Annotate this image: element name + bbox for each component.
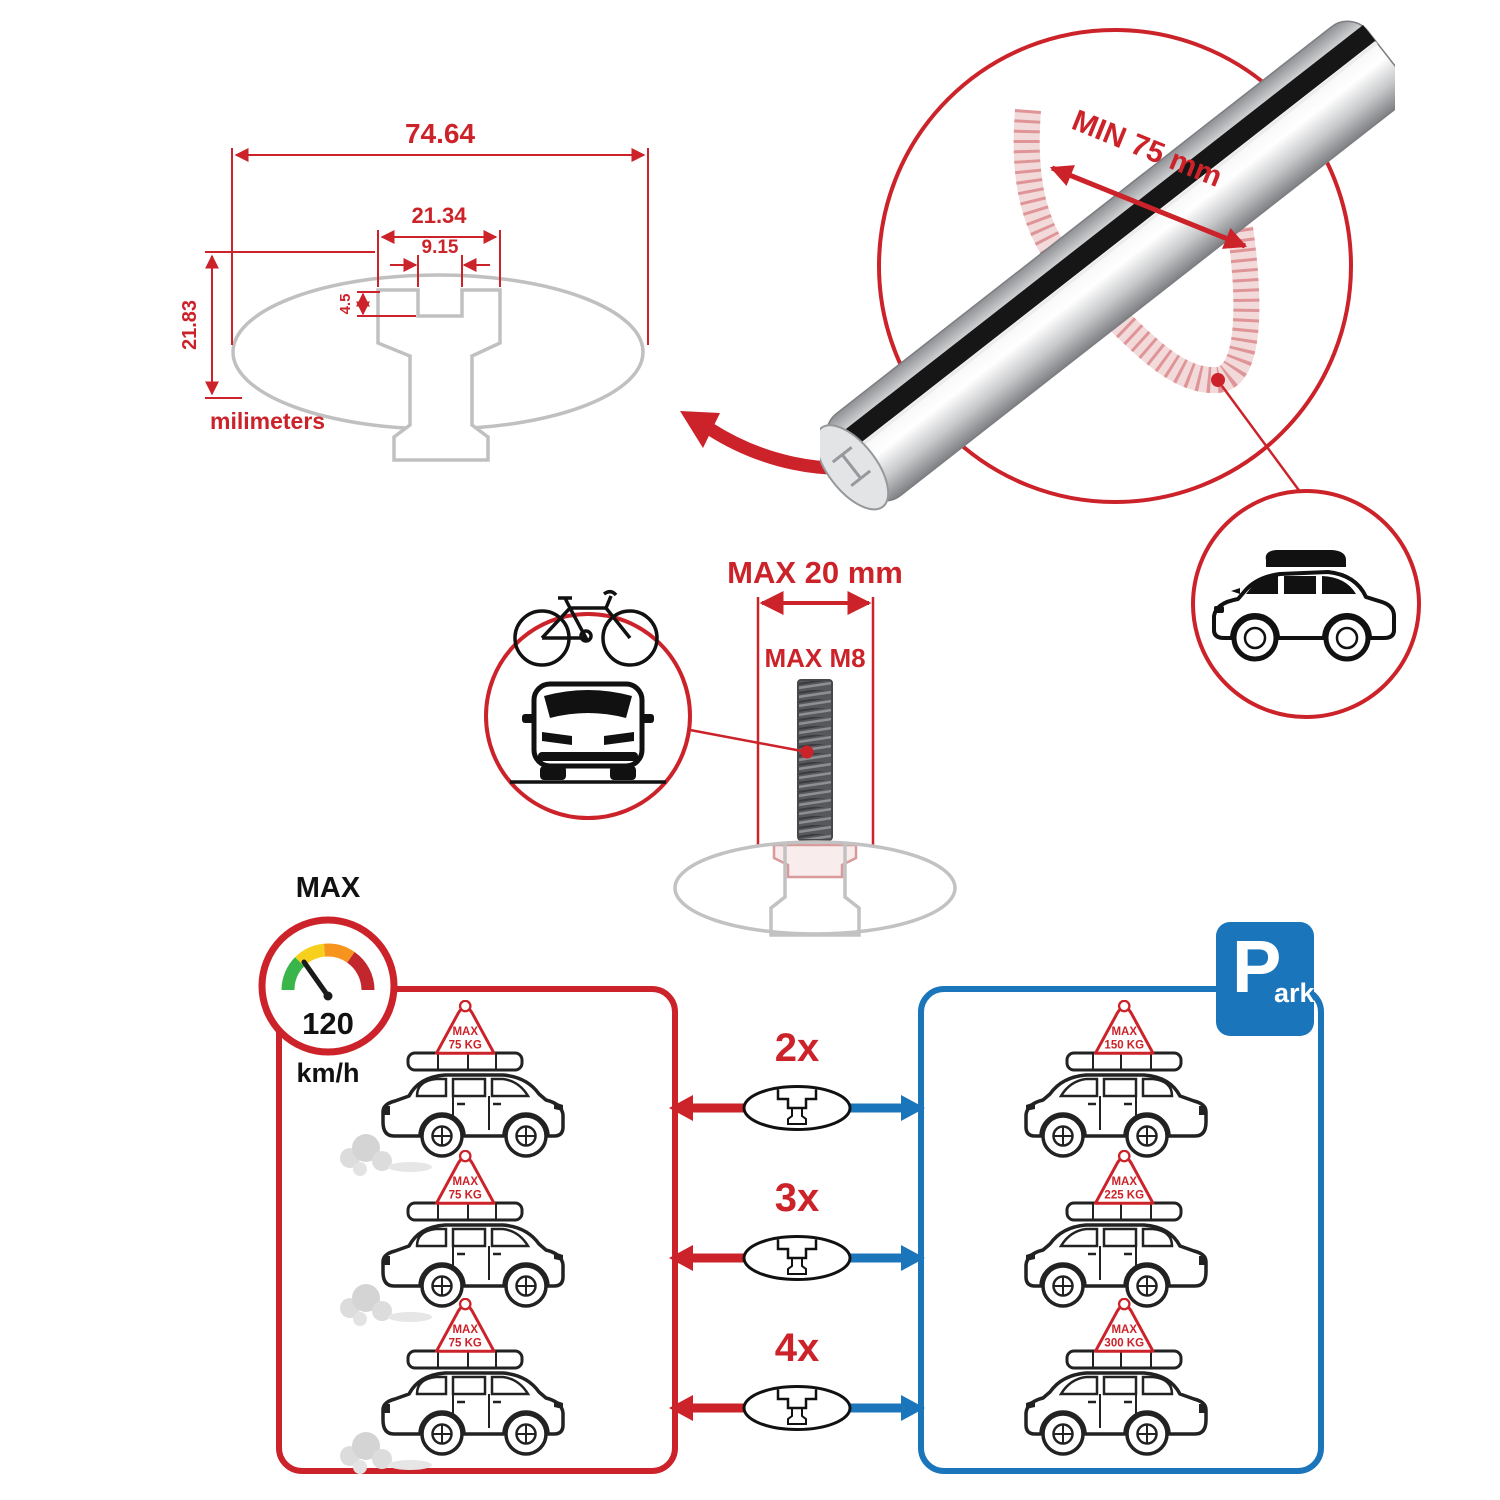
speed-unit: km/h: [296, 1058, 360, 1088]
parked-car-row-1: MAX 150 KG: [1024, 1000, 1208, 1158]
min-span-arrow: [1049, 165, 1248, 249]
max-load-tag: MAX 75 KG: [435, 1298, 496, 1353]
bolt-point-dot: [800, 745, 814, 759]
left-arrow-icon: [669, 1395, 693, 1421]
dim-lip-depth-label: 4.5: [337, 294, 354, 315]
left-arrow-icon: [669, 1095, 693, 1121]
bar-count-row-1: [669, 1085, 925, 1131]
bolt-diagram: MAX 20 mm MAX M8: [673, 555, 957, 937]
dim-slot-width-label: 9.15: [422, 237, 459, 258]
bar-count-row-2: [669, 1235, 925, 1281]
speed-max-heading: MAX: [295, 872, 361, 904]
parked-car-row-2: MAX 225 KG: [1024, 1150, 1208, 1308]
max-load-tag: MAX 150 KG: [1094, 1000, 1155, 1055]
parking-sign: P ark: [1216, 922, 1315, 1036]
suv-car-icon: [1024, 1051, 1208, 1158]
multiplier-label-3x: 3x: [774, 1176, 820, 1220]
exhaust-smoke-icon: [340, 1134, 432, 1176]
max-load-tag: MAX 225 KG: [1094, 1150, 1155, 1205]
tag-max-label: MAX: [1111, 1176, 1137, 1188]
exhaust-smoke-icon: [340, 1432, 432, 1474]
mounting-strap: [1013, 109, 1260, 394]
gauge-ring: [258, 916, 398, 1056]
suv-car-icon: [381, 1201, 565, 1308]
leader-line: [689, 728, 808, 754]
driving-car-row-2: MAX 75 KG: [340, 1150, 565, 1326]
left-arrow-icon: [669, 1245, 693, 1271]
multiplier-label-4x: 4x: [774, 1326, 820, 1370]
exhaust-smoke-icon: [340, 1284, 432, 1326]
roof-box-icon: [1265, 550, 1346, 567]
max-load-tag: MAX 75 KG: [435, 1150, 496, 1205]
speed-value: 120: [302, 1006, 354, 1041]
tag-weight-label: 75 KG: [449, 1040, 482, 1052]
strap-point-dot: [1211, 373, 1225, 387]
right-arrow-icon: [901, 1095, 925, 1121]
gauge-arcs: [281, 943, 375, 991]
dim-channel-outer-label: 21.34: [411, 203, 467, 228]
parking-suffix: ark: [1274, 978, 1315, 1008]
parked-car-row-3: MAX 300 KG: [1024, 1298, 1208, 1456]
driving-car-row-1: MAX 75 KG: [340, 1000, 565, 1176]
detail-circle: [877, 28, 1353, 504]
car-bike-circle: [484, 590, 692, 820]
max-width-label: MAX 20 mm: [727, 555, 903, 590]
speed-gauge: 120: [258, 916, 398, 1056]
max-thread-label: MAX M8: [764, 643, 865, 673]
bolt-dimension-lines: [756, 591, 875, 847]
tag-max-label: MAX: [452, 1176, 478, 1188]
right-arrow-icon: [901, 1245, 925, 1271]
bike-icon: [513, 590, 659, 667]
suv-illustration: [1212, 550, 1396, 662]
suv-car-icon: [1024, 1349, 1208, 1456]
bolt-t-head: [772, 843, 858, 879]
aluminum-bar: [820, 20, 1395, 511]
suv-car-icon: [381, 1349, 565, 1456]
tag-weight-label: 225 KG: [1104, 1190, 1144, 1202]
dimension-lines: [205, 148, 649, 399]
tag-weight-label: 75 KG: [449, 1338, 482, 1350]
parking-letter: P: [1232, 925, 1282, 1008]
right-arrow-icon: [901, 1395, 925, 1421]
profile-outline: [231, 273, 645, 462]
tag-max-label: MAX: [1111, 1324, 1137, 1336]
bolt-shaft: [797, 679, 833, 841]
max-load-tag: MAX 300 KG: [1094, 1298, 1155, 1353]
suv-roofbox-circle: [1191, 489, 1421, 719]
max-load-tag: MAX 75 KG: [435, 1000, 496, 1055]
dim-total-width-label: 74.64: [405, 118, 475, 149]
rubber-strip: [827, 24, 1376, 460]
suv-car-icon: [1024, 1201, 1208, 1308]
driving-car-row-3: MAX 75 KG: [340, 1298, 565, 1474]
car-front-illustration: [510, 681, 666, 784]
tag-weight-label: 300 KG: [1104, 1338, 1144, 1350]
tag-max-label: MAX: [452, 1324, 478, 1336]
multiplier-label-2x: 2x: [774, 1026, 820, 1070]
profile-channel: [376, 288, 502, 462]
ghost-profile: [673, 840, 957, 937]
dim-profile-height-label: 21.83: [179, 300, 201, 350]
gauge-needle: [301, 959, 331, 999]
bar-count-row-3: [669, 1385, 925, 1431]
tag-weight-label: 75 KG: [449, 1190, 482, 1202]
suv-car-icon: [381, 1051, 565, 1158]
tag-max-label: MAX: [1111, 1026, 1137, 1038]
units-label: milimeters: [210, 408, 325, 434]
leader-line: [1220, 385, 1314, 509]
arrow-head-icon: [680, 411, 720, 448]
tag-weight-label: 150 KG: [1104, 1040, 1144, 1052]
crossbar-render: MIN 75 mm: [820, 20, 1395, 511]
tag-max-label: MAX: [452, 1026, 478, 1038]
crossbar-cross-section-drawing: 74.64 21.34 9.15 4.5 21.83 milimeters: [179, 118, 649, 462]
